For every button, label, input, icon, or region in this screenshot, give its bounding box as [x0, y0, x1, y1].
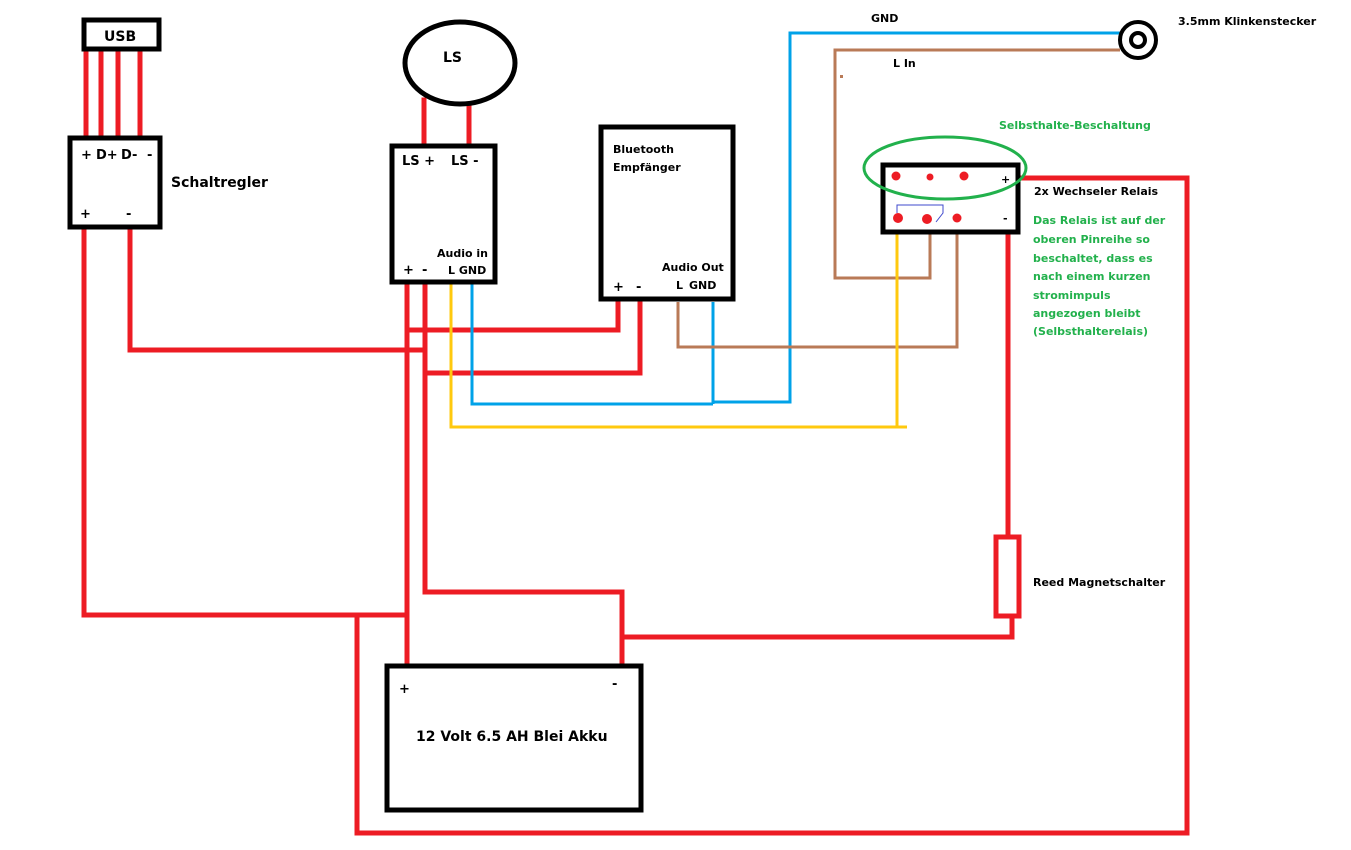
jack-label: 3.5mm Klinkenstecker — [1178, 15, 1317, 28]
pin-dplus: D+ — [96, 148, 118, 163]
relay-note: Das Relais ist auf der oberen Pinreihe s… — [1033, 214, 1166, 338]
pin-minus: - — [147, 148, 152, 163]
relay-note-line: oberen Pinreihe so — [1033, 233, 1150, 246]
relay-note-line: stromimpuls — [1033, 289, 1111, 302]
relay-note-line: nach einem kurzen — [1033, 270, 1151, 283]
relay-pin — [891, 171, 901, 181]
relay-note-line: (Selbsthalterelais) — [1033, 325, 1148, 338]
bt-line2: Empfänger — [613, 161, 681, 174]
relay-note-line: beschaltet, dass es — [1033, 252, 1153, 265]
wire-amp-minus — [422, 281, 625, 668]
pin-plus: + — [81, 148, 92, 163]
schaltregler: + D+ D- - + - — [67, 135, 163, 230]
relay-note-line: angezogen bleibt — [1033, 307, 1141, 320]
jack-lin-label: L In — [893, 57, 916, 70]
bluetooth-receiver: Bluetooth Empfänger Audio Out + - L GND — [598, 124, 736, 302]
bt-minus: - — [636, 280, 641, 295]
relay-note-line: Das Relais ist auf der — [1033, 214, 1166, 227]
selbsthalte-circle — [862, 135, 1028, 201]
reed-switch — [993, 534, 1022, 619]
wire-bt-plus — [404, 299, 621, 333]
audio-jack — [1118, 20, 1158, 60]
amp-plus: + — [403, 263, 414, 278]
relay-pin — [952, 213, 962, 223]
relay-pin — [922, 214, 932, 224]
battery-label: 12 Volt 6.5 AH Blei Akku — [416, 729, 608, 745]
yellow-wires — [449, 234, 907, 429]
battery-plus: + — [399, 682, 410, 697]
jack-gnd-label: GND — [871, 12, 898, 25]
bt-plus: + — [613, 280, 624, 295]
pin-dminus: D- — [121, 148, 137, 163]
bt-l: L — [676, 279, 683, 292]
relay-jumper — [896, 204, 944, 223]
battery: + - 12 Volt 6.5 AH Blei Akku — [384, 663, 644, 813]
schaltregler-label: Schaltregler — [171, 175, 268, 191]
gnd-wires — [470, 31, 1120, 406]
relay-pin — [926, 173, 934, 181]
relay-pin — [959, 171, 969, 181]
wire-amp-gnd — [470, 284, 713, 406]
wire-regler-plus — [81, 225, 410, 618]
reed-label: Reed Magnetschalter — [1033, 576, 1166, 589]
out-plus: + — [80, 207, 91, 222]
bt-line1: Bluetooth — [613, 143, 674, 156]
wire-bt-minus — [422, 299, 643, 376]
battery-minus: - — [612, 677, 617, 692]
bt-gnd: GND — [689, 279, 716, 292]
amp-l-gnd: L GND — [448, 264, 486, 277]
wire-jack-gnd — [713, 31, 1120, 404]
relay-plus: + — [1001, 173, 1010, 186]
jack-inner — [1129, 31, 1147, 49]
power-wires — [81, 47, 1190, 836]
speaker: LS — [402, 19, 518, 107]
wire-regler-minus — [127, 225, 428, 353]
stray-dot — [840, 75, 843, 78]
amp-minus: - — [422, 263, 427, 278]
amplifier: LS + LS - Audio in + - L GND — [389, 143, 498, 285]
amp-ls-minus: LS - — [451, 154, 479, 169]
left-audio-wires — [676, 48, 1120, 349]
wire-bt-l-relay — [676, 232, 959, 349]
wire-batt-minus-reed — [619, 612, 1015, 640]
speaker-label: LS — [443, 50, 462, 66]
wire-relay-l-jack — [833, 48, 1120, 280]
usb-label: USB — [104, 29, 136, 45]
usb-connector: USB — [81, 17, 162, 52]
bt-audio-out: Audio Out — [662, 261, 724, 274]
amp-audio-in: Audio in — [437, 247, 488, 260]
relay: + - — [880, 162, 1021, 235]
wire-amp-l-relay — [449, 284, 907, 429]
relay-pin — [893, 213, 903, 223]
out-minus: - — [126, 207, 131, 222]
amp-ls-plus: LS + — [402, 154, 435, 169]
relay-minus: - — [1003, 212, 1008, 225]
relay-label: 2x Wechseler Relais — [1034, 185, 1159, 198]
selbsthalte-label: Selbsthalte-Beschaltung — [999, 119, 1151, 132]
wire-relay-plus-loop — [354, 175, 1190, 836]
